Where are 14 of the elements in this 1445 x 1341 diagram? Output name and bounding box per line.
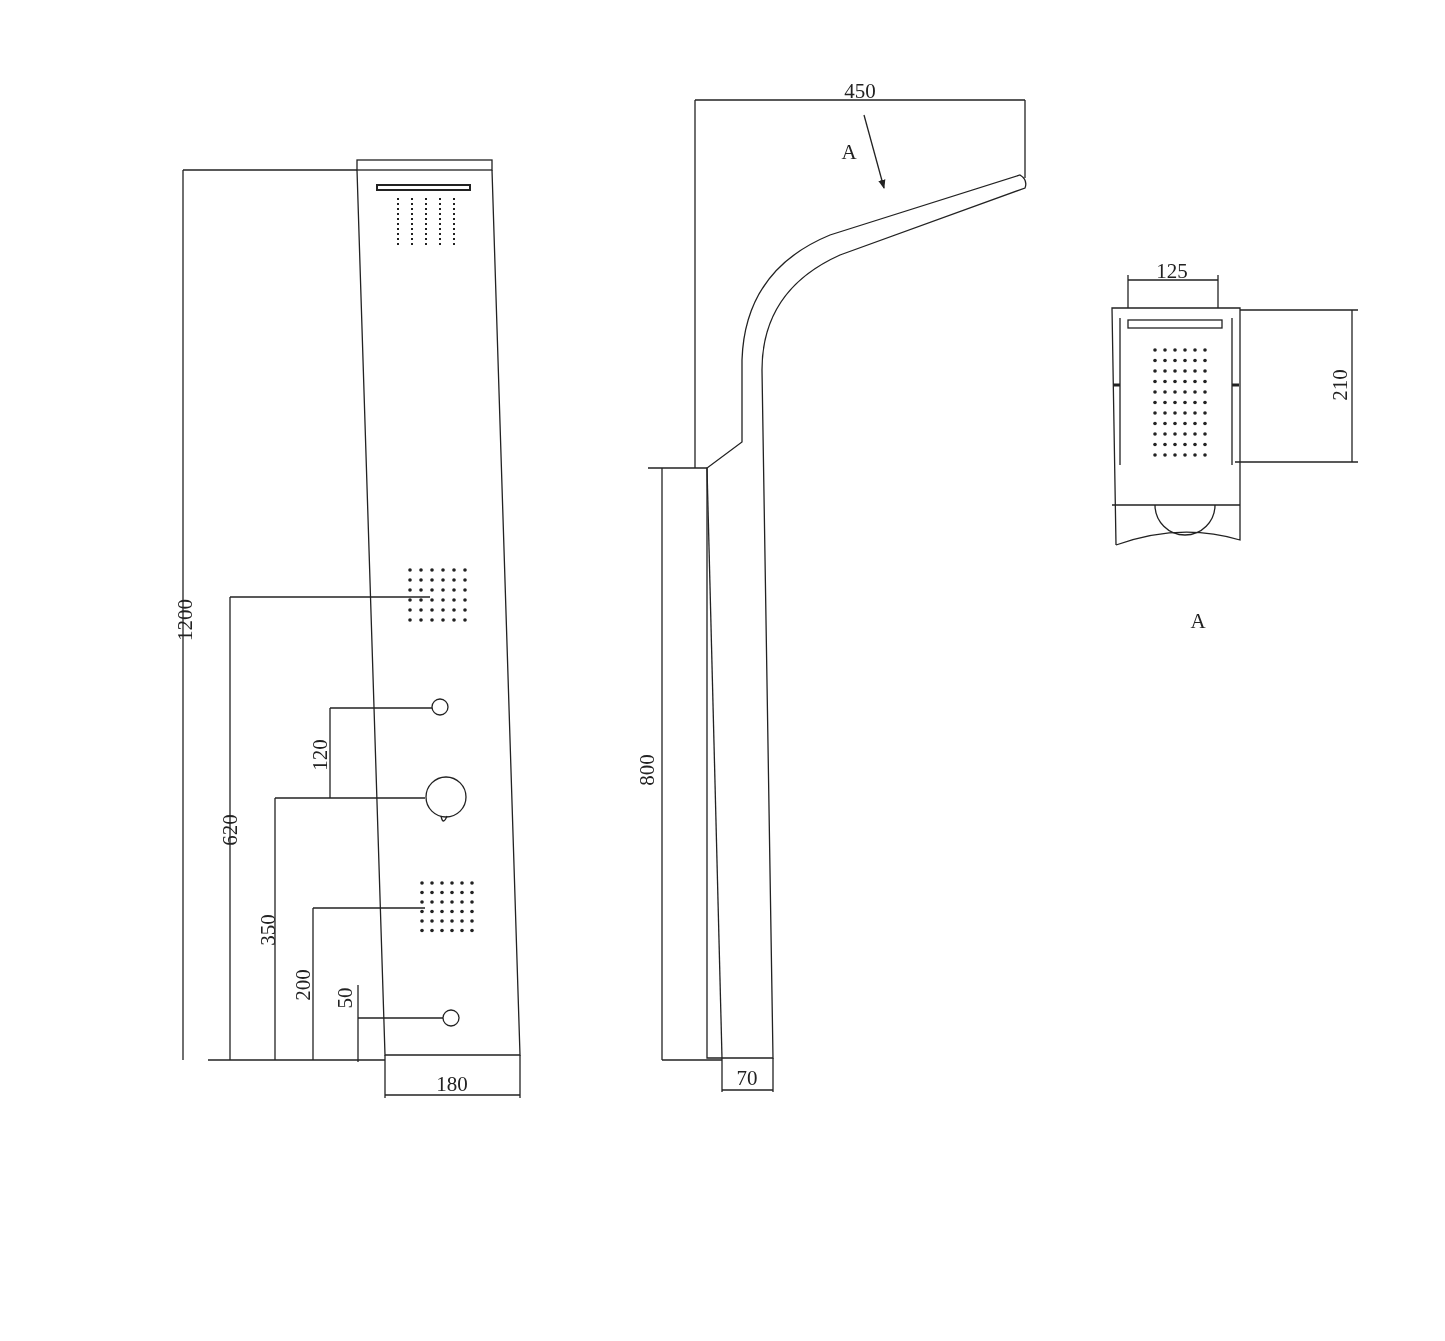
dimension-label: 200: [292, 969, 314, 1001]
view-label: A: [841, 141, 857, 163]
dimension-label: 50: [334, 987, 356, 1009]
dimension-label: 350: [257, 914, 279, 946]
dimension-label: 1200: [174, 599, 196, 641]
view-label: A: [1190, 610, 1206, 632]
dimension-label: 450: [844, 80, 876, 102]
dimension-label: 800: [636, 754, 658, 786]
dimension-label: 620: [219, 814, 241, 846]
dimension-label: 210: [1329, 369, 1351, 401]
dimension-label: 125: [1156, 260, 1188, 282]
dimension-label: 70: [736, 1067, 758, 1089]
dimension-label: 120: [309, 739, 331, 771]
dimension-label: 180: [436, 1073, 468, 1095]
